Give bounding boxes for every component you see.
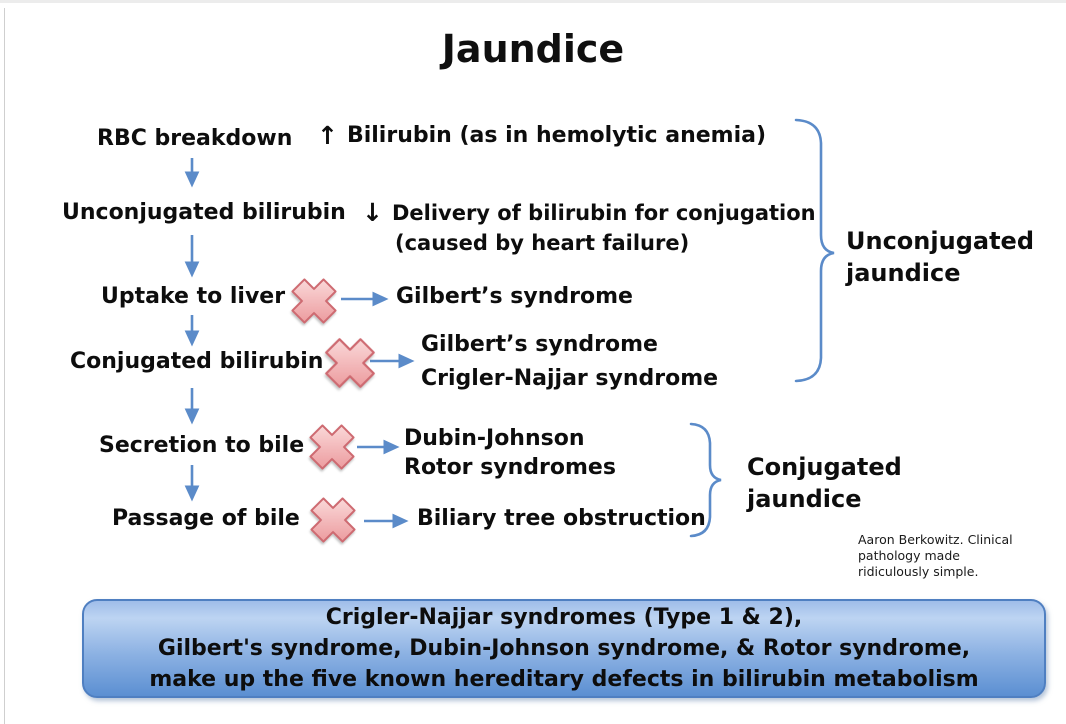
label-unconjugated-jaundice: Unconjugated jaundice (846, 225, 1034, 289)
label-conjugated-line2: jaundice (747, 485, 862, 513)
unconjugated-bracket (794, 118, 835, 383)
window-edge-left (4, 8, 5, 724)
label-conjugated-jaundice: Conjugated jaundice (747, 451, 902, 515)
slide-title: Jaundice (441, 27, 625, 71)
label-conjugated-line1: Conjugated (747, 453, 902, 481)
summary-box: Crigler-Najjar syndromes (Type 1 & 2), G… (82, 599, 1046, 698)
summary-line-1: Crigler-Najjar syndromes (Type 1 & 2), (325, 605, 803, 630)
citation-text: Aaron Berkowitz. Clinical pathology made… (858, 532, 1013, 579)
summary-line-2: Gilbert's syndrome, Dubin-Johnson syndro… (157, 636, 971, 661)
result-gilberts-crigler: Gilbert’s syndrome Crigler-Najjar syndro… (421, 328, 718, 396)
step-unconjugated-bilirubin: Unconjugated bilirubin (62, 200, 346, 225)
step-rbc-breakdown: RBC breakdown (97, 126, 293, 151)
result-gilberts-line: Gilbert’s syndrome (421, 332, 658, 357)
result-rotor-line: Rotor syndromes (404, 455, 616, 480)
step-secretion-to-bile: Secretion to bile (99, 433, 305, 458)
label-unconjugated-line2: jaundice (846, 259, 961, 287)
summary-line-3: make up the five known hereditary defect… (149, 667, 979, 692)
result-biliary-obstruction: Biliary tree obstruction (417, 506, 706, 531)
step-passage-of-bile: Passage of bile (112, 506, 300, 531)
up-arrow-icon: ↑ (317, 121, 338, 150)
step-conjugated-bilirubin: Conjugated bilirubin (70, 349, 324, 374)
cross-icon-secretion (309, 424, 355, 470)
note-bilirubin-increase-text: Bilirubin (as in hemolytic anemia) (346, 123, 767, 148)
cross-icon-passage (310, 497, 356, 543)
result-dubin-line: Dubin-Johnson (404, 426, 585, 451)
note-delivery-decrease-text: Delivery of bilirubin for conjugation (391, 201, 816, 225)
note-bilirubin-increase: ↑ Bilirubin (as in hemolytic anemia) (317, 123, 766, 149)
step-uptake-to-liver: Uptake to liver (101, 284, 286, 309)
note-delivery-decrease: ↓ Delivery of bilirubin for conjugation (362, 200, 816, 226)
down-arrow-icon: ↓ (362, 198, 383, 227)
note-heart-failure: (caused by heart failure) (395, 231, 690, 255)
label-unconjugated-line1: Unconjugated (846, 227, 1034, 255)
result-gilberts-syndrome: Gilbert’s syndrome (396, 284, 633, 309)
result-dubin-rotor: Dubin-Johnson Rotor syndromes (404, 424, 616, 482)
cross-icon-conjugation (325, 338, 375, 388)
cross-icon-uptake (291, 278, 337, 324)
result-crigler-line: Crigler-Najjar syndrome (421, 366, 719, 391)
